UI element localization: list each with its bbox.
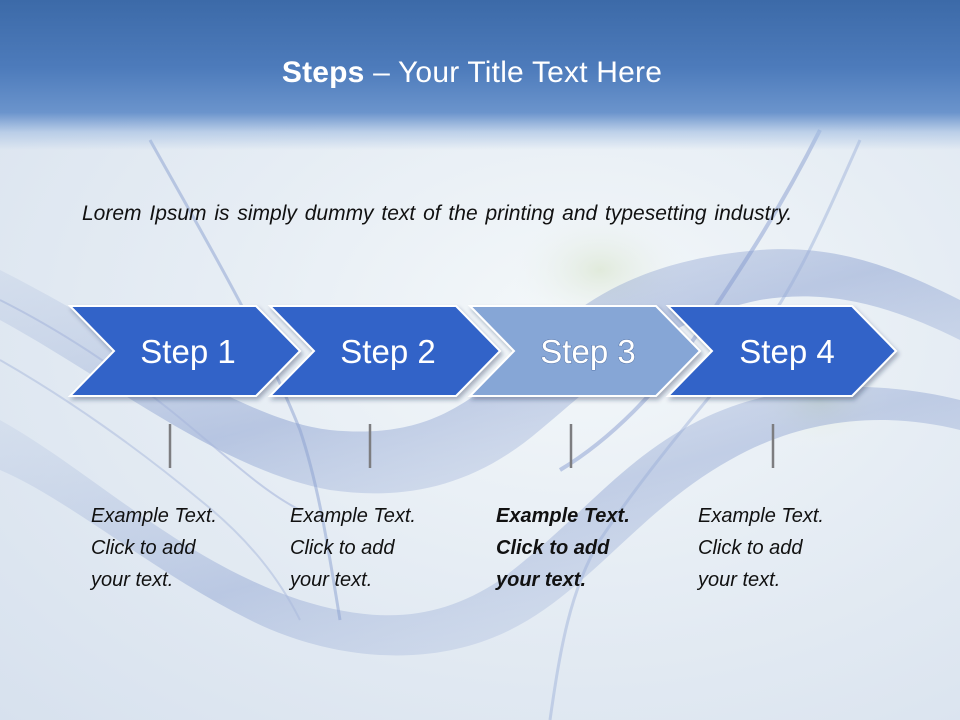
step-1-line-1: Example Text. xyxy=(91,505,217,527)
step-3-line-1: Example Text. xyxy=(496,505,630,527)
title-rest: – Your Title Text Here xyxy=(364,56,663,89)
step-2-line-3: your text. xyxy=(290,569,373,591)
slide-title: Steps – Your Title Text Here xyxy=(0,56,944,90)
step-3-line-2: Click to add xyxy=(496,537,610,559)
step-4-line-2: Click to add xyxy=(698,537,803,559)
step-4-chevron[interactable]: Step 4 xyxy=(665,305,898,397)
step-3-label: Step 3 xyxy=(540,333,635,370)
intro-text[interactable]: Lorem Ipsum is simply dummy text of the … xyxy=(82,202,793,225)
step-2-line-1: Example Text. xyxy=(290,505,416,527)
step-1-label: Step 1 xyxy=(140,333,235,370)
step-4-description[interactable]: Example Text. Click to add your text. xyxy=(698,500,873,596)
step-2-description[interactable]: Example Text. Click to add your text. xyxy=(290,500,465,596)
step-1-description[interactable]: Example Text. Click to add your text. xyxy=(91,500,266,596)
step-1-chevron[interactable]: Step 1 xyxy=(67,305,302,397)
step-1-line-2: Click to add xyxy=(91,537,196,559)
title-bold-word: Steps xyxy=(281,56,365,89)
step-4-label: Step 4 xyxy=(739,333,834,370)
step-2-chevron[interactable]: Step 2 xyxy=(267,305,502,397)
step-2-line-2: Click to add xyxy=(290,537,395,559)
step-3-chevron[interactable]: Step 3 xyxy=(467,305,702,397)
step-3-line-3: your text. xyxy=(496,569,587,591)
step-4-line-1: Example Text. xyxy=(698,505,824,527)
step-3-description[interactable]: Example Text. Click to add your text. xyxy=(496,500,671,596)
step-1-line-3: your text. xyxy=(91,569,174,591)
step-4-line-3: your text. xyxy=(698,569,781,591)
step-2-label: Step 2 xyxy=(340,333,435,370)
title-band xyxy=(0,0,960,150)
